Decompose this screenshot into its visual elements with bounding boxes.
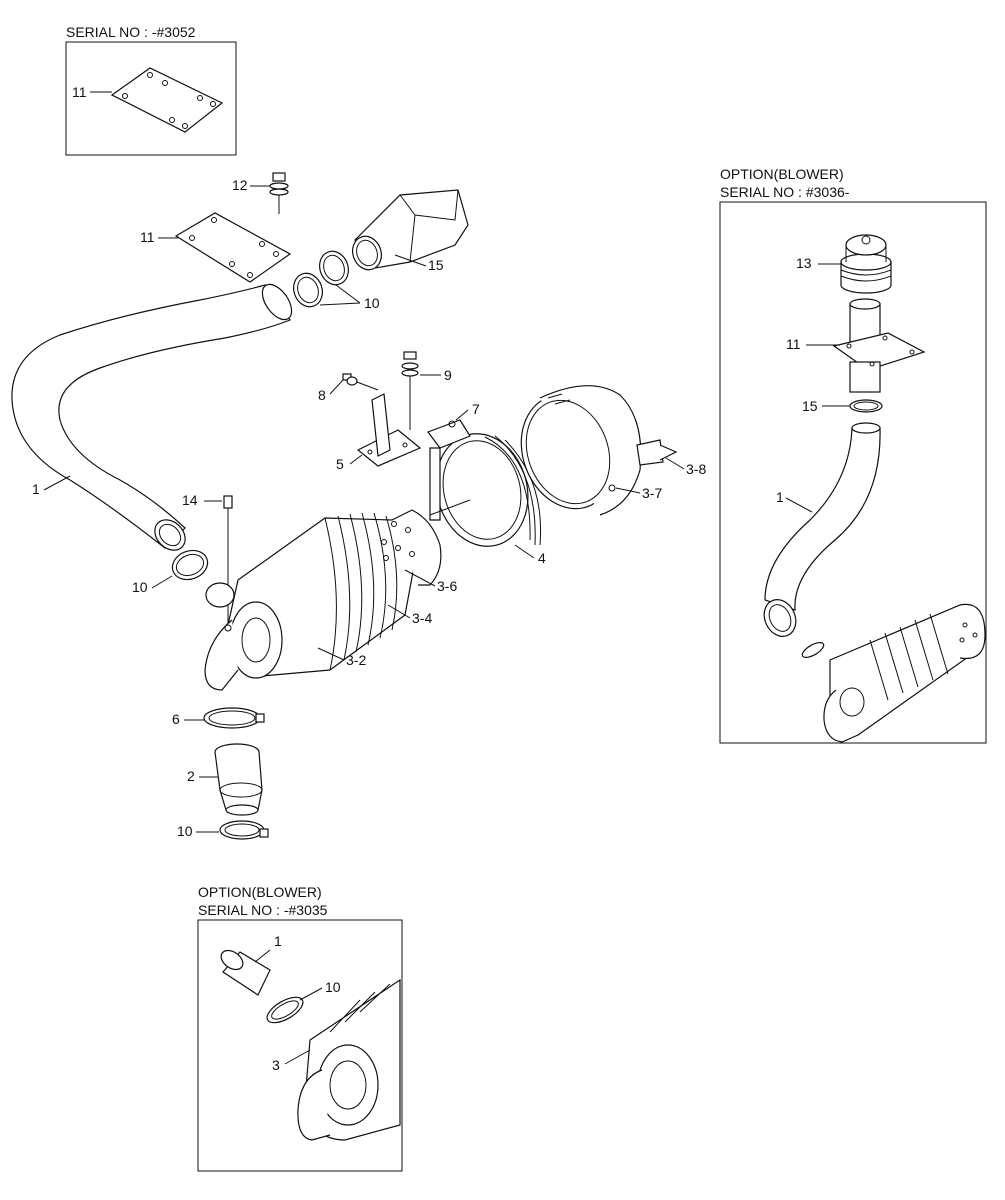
label-3-6: 3-6 — [437, 578, 457, 594]
label-10: 10 — [177, 823, 193, 839]
label-12: 12 — [232, 177, 248, 193]
label-11: 11 — [72, 84, 87, 100]
label-3-2: 3-2 — [346, 652, 366, 668]
label-2: 2 — [187, 768, 195, 784]
label-11: 11 — [140, 229, 155, 245]
label-13: 13 — [796, 255, 812, 271]
label-3-8: 3-8 — [686, 461, 706, 477]
clamp-drawing — [849, 399, 883, 413]
label-3-4: 3-4 — [412, 610, 432, 626]
label-5: 5 — [336, 456, 344, 472]
label-10: 10 — [325, 979, 341, 995]
inset-frame — [719, 201, 987, 744]
cover-drawing — [520, 385, 678, 516]
label-1: 1 — [32, 481, 40, 497]
precleaner-drawing — [840, 234, 892, 294]
label-7: 7 — [472, 401, 480, 417]
label-3: 3 — [272, 1057, 280, 1073]
label-9: 9 — [444, 367, 452, 383]
inset-frame — [197, 919, 403, 1172]
bolt-8 — [342, 373, 379, 391]
inset-serial-3052: SERIAL NO : -#3052 11 — [65, 24, 237, 156]
filter-drawing — [801, 603, 986, 743]
label-11: 11 — [786, 336, 801, 352]
inset-title: SERIAL NO : -#3052 — [66, 24, 196, 40]
label-15: 15 — [802, 398, 818, 414]
pipe-plate-drawing — [832, 298, 926, 393]
clamp-drawing — [266, 996, 304, 1024]
plate-drawing — [174, 212, 292, 283]
label-3-7: 3-7 — [642, 485, 662, 501]
inset-title-2: SERIAL NO : -#3035 — [198, 902, 328, 918]
hose-drawing — [763, 422, 881, 637]
inset-title-1: OPTION(BLOWER) — [720, 166, 844, 182]
inset-title-1: OPTION(BLOWER) — [198, 884, 322, 900]
label-10: 10 — [132, 579, 148, 595]
label-8: 8 — [318, 387, 326, 403]
label-1: 1 — [776, 489, 784, 505]
label-14: 14 — [182, 492, 198, 508]
bracket-drawing — [342, 351, 422, 467]
clamps-drawing — [293, 250, 349, 308]
hose-drawing — [11, 283, 293, 551]
inset-title-2: SERIAL NO : #3036- — [720, 184, 850, 200]
clamp-drawing — [171, 549, 209, 581]
sensor-drawing — [223, 495, 233, 628]
label-15: 15 — [428, 257, 444, 273]
inset-frame — [65, 41, 237, 156]
band-drawing — [427, 419, 542, 547]
label-4: 4 — [538, 550, 546, 566]
bolt-9 — [401, 351, 419, 430]
label-10: 10 — [364, 295, 380, 311]
clamp-drawing — [203, 707, 265, 729]
inset-option-blower-3036: OPTION(BLOWER) SERIAL NO : #3036- 13 11 — [719, 166, 987, 744]
gasket-plate-drawing — [110, 67, 224, 133]
inset-option-blower-3035: OPTION(BLOWER) SERIAL NO : -#3035 1 10 3 — [197, 884, 403, 1172]
bolt-drawing — [269, 172, 289, 214]
elbow-drawing — [352, 189, 469, 271]
hose-end-drawing — [220, 949, 271, 996]
main-assembly: 12 11 15 10 — [11, 172, 706, 840]
clamp-drawing — [219, 820, 269, 840]
label-1: 1 — [274, 933, 282, 949]
label-6: 6 — [172, 711, 180, 727]
filter-drawing — [297, 978, 401, 1141]
air-cleaner-drawing — [204, 509, 442, 691]
sleeve-drawing — [214, 743, 263, 816]
